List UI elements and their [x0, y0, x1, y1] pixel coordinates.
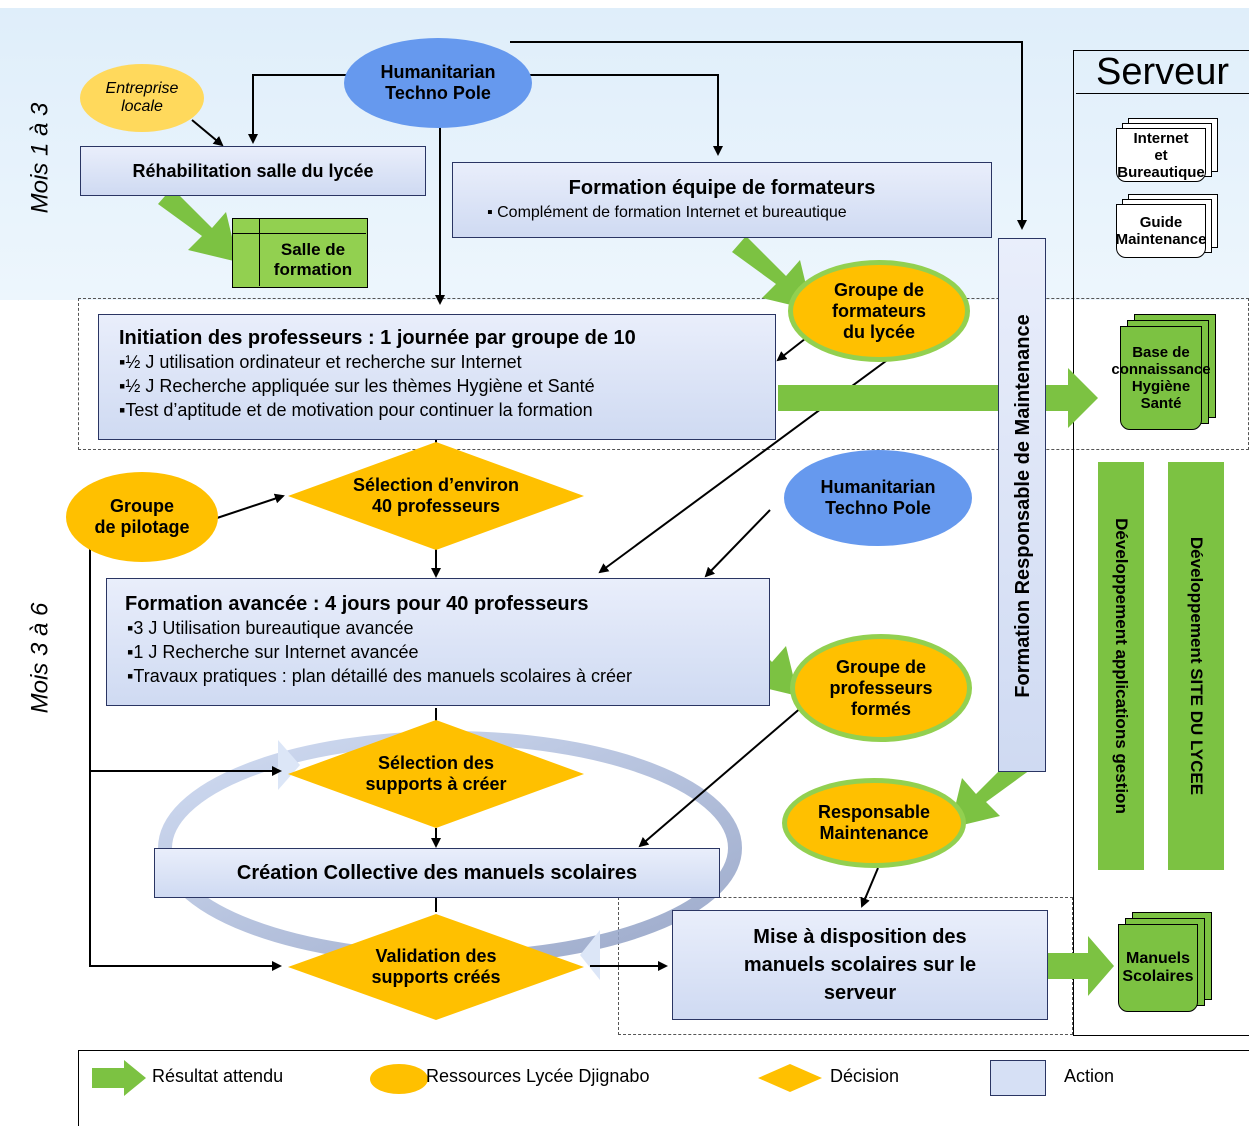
doc-guide: Guide Maintenance [1116, 204, 1206, 258]
server-panel [1073, 50, 1249, 1036]
legend-ressources-icon [370, 1064, 428, 1094]
formation-resp-label: Formation Responsable de Maintenance [1011, 314, 1034, 698]
htp-mid-oval: Humanitarian Techno Pole [784, 450, 972, 546]
formation-equipe-title: Formation équipe de formateurs [568, 177, 876, 199]
resp-maint-oval: Responsable Maintenance [782, 778, 966, 868]
selection-profs-label: Sélection d’environ 40 professeurs [352, 475, 520, 516]
legend-ressources-label: Ressources Lycée Djignabo [426, 1066, 650, 1086]
initiation-action: Initiation des professeurs : 1 journée p… [98, 314, 776, 440]
result-arrow-formation [732, 236, 812, 310]
server-title: Serveur [1076, 51, 1249, 94]
avancee-title: Formation avancée : 4 jours pour 40 prof… [125, 593, 589, 615]
selection-supports-label: Sélection des supports à créer [365, 753, 507, 794]
groupe-pilotage-oval: Groupe de pilotage [66, 472, 218, 562]
dev-applications-label: Développement applications gestion [1112, 518, 1131, 814]
doc-internet: Internet et Bureautique [1116, 128, 1206, 182]
avancee-bullet: ▪3 J Utilisation bureautique avancée [127, 618, 414, 638]
avancee-bullet: ▪1 J Recherche sur Internet avancée [127, 642, 419, 662]
groupe-profs-oval: Groupe de professeurs formés [790, 634, 972, 742]
rehab-action: Réhabilitation salle du lycée [80, 146, 426, 196]
creation-action: Création Collective des manuels scolaire… [154, 848, 720, 898]
legend-resultat-label: Résultat attendu [152, 1066, 284, 1086]
formation-equipe-bullet: ▪ Complément de formation Internet et bu… [487, 204, 847, 221]
cycle-arrowhead-top [278, 740, 300, 790]
result-arrow-maint [950, 754, 1030, 828]
formation-resp-action: Formation Responsable de Maintenance [998, 238, 1046, 772]
formation-equipe-action: Formation équipe de formateurs ▪ Complém… [452, 162, 992, 238]
legend-diamond-icon [758, 1064, 822, 1092]
htp-top-oval: Humanitarian Techno Pole [344, 38, 532, 128]
dev-site-label: Développement SITE DU LYCEE [1187, 536, 1206, 796]
result-arrow-mise-dispo [1036, 936, 1114, 996]
selection-supports-diamond: Sélection des supports à créer [288, 720, 584, 828]
legend-box [78, 1050, 1249, 1126]
initiation-bullet: ▪Test d’aptitude et de motivation pour c… [119, 400, 593, 420]
legend-action-label: Action [1064, 1066, 1115, 1086]
initiation-bullet: ▪½ J utilisation ordinateur et recherche… [119, 352, 522, 372]
avancee-action: Formation avancée : 4 jours pour 40 prof… [106, 578, 770, 706]
salle-formation-box: Salle de formation [232, 218, 368, 288]
dev-site-bar: Développement SITE DU LYCEE [1168, 462, 1224, 870]
doc-manuels: Manuels Scolaires [1118, 924, 1198, 1012]
entreprise-oval: Entreprise locale [80, 64, 204, 132]
validation-label: Validation des supports créés [371, 946, 501, 987]
initiation-bullet: ▪½ J Recherche appliquée sur les thèmes … [119, 376, 595, 396]
groupe-formateurs-oval: Groupe de formateurs du lycée [788, 260, 970, 362]
mise-dispo-action: Mise à disposition des manuels scolaires… [672, 910, 1048, 1020]
validation-diamond: Validation des supports créés [288, 914, 584, 1020]
doc-base: Base de connaissance Hygiène Santé [1111, 326, 1211, 430]
legend-action-icon [990, 1060, 1046, 1096]
result-arrow-initiation [778, 368, 1098, 428]
initiation-title: Initiation des professeurs : 1 journée p… [119, 327, 636, 349]
dev-applications-bar: Développement applications gestion [1098, 462, 1144, 870]
avancee-bullet: ▪Travaux pratiques : plan détaillé des m… [127, 666, 632, 686]
result-arrow-rehab [158, 188, 238, 262]
selection-profs-diamond: Sélection d’environ 40 professeurs [288, 442, 584, 550]
legend-decision-label: Décision [830, 1066, 900, 1086]
salle-formation-label: Salle de formation [273, 240, 353, 279]
legend-arrow-icon [92, 1060, 146, 1096]
cycle-arrowhead-bottom [580, 930, 600, 980]
